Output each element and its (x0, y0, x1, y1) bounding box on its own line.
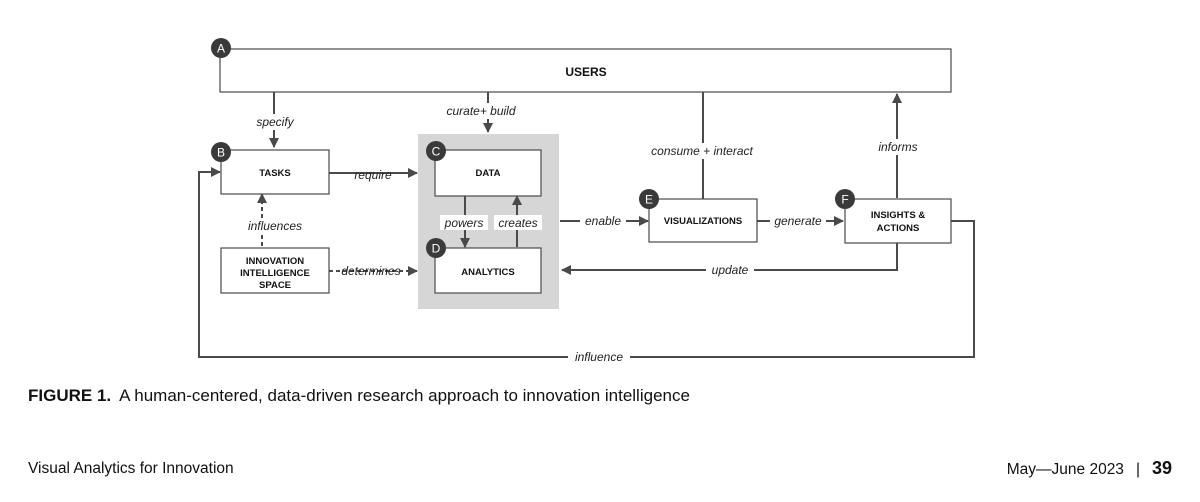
research-approach-diagram: specify curate+ build consume + interact… (198, 38, 975, 365)
data-label: DATA (476, 168, 501, 179)
node-users: USERS (219, 48, 952, 93)
label-influences: influences (248, 219, 302, 233)
users-label: USERS (565, 65, 606, 79)
svg-text:C: C (432, 145, 441, 159)
footer-date: May—June 2023 (1006, 461, 1124, 478)
footer-issue-info: May—June 2023 | 39 (1007, 458, 1172, 479)
label-determines: determines (341, 264, 400, 278)
badge-c: C (426, 141, 446, 161)
analytics-label: ANALYTICS (461, 267, 515, 278)
badge-d: D (426, 238, 446, 258)
page-number: 39 (1151, 458, 1172, 478)
insights-label-line2: ACTIONS (877, 223, 920, 234)
update-arrow (561, 243, 898, 275)
node-analytics: ANALYTICS (434, 247, 542, 294)
svg-text:F: F (841, 193, 848, 207)
svg-text:B: B (217, 146, 225, 160)
node-tasks: TASKS (220, 149, 330, 195)
insights-label-line1: INSIGHTS & (871, 210, 926, 221)
svg-text:E: E (645, 193, 653, 207)
visualizations-label: VISUALIZATIONS (664, 216, 742, 227)
node-data: DATA (434, 149, 542, 197)
label-require: require (354, 168, 392, 182)
label-enable: enable (585, 214, 621, 228)
label-informs: informs (878, 140, 917, 154)
badge-f: F (835, 189, 855, 209)
figure-label: FIGURE 1. (28, 386, 112, 405)
svg-text:D: D (432, 242, 441, 256)
footer-publication-title: Visual Analytics for Innovation (28, 460, 234, 477)
node-innovation-intelligence-space: INNOVATION INTELLIGENCE SPACE (220, 247, 330, 294)
badge-e: E (639, 189, 659, 209)
label-powers: powers (444, 216, 484, 230)
node-insights-actions: INSIGHTS & ACTIONS (844, 198, 952, 244)
innovation-label-line2: INTELLIGENCE (240, 268, 310, 279)
innovation-label-line1: INNOVATION (246, 256, 304, 267)
badge-b: B (211, 142, 231, 162)
figure-caption-text: A human-centered, data-driven research a… (119, 386, 690, 405)
label-curate-build: curate+ build (446, 104, 515, 118)
svg-text:A: A (217, 42, 225, 56)
label-creates: creates (498, 216, 537, 230)
label-influence: influence (575, 350, 623, 364)
badge-a: A (211, 38, 231, 58)
label-update: update (712, 263, 749, 277)
tasks-label: TASKS (259, 168, 291, 179)
label-consume-interact: consume + interact (651, 144, 753, 158)
footer-separator: | (1135, 461, 1140, 478)
label-generate: generate (774, 214, 822, 228)
label-specify: specify (256, 115, 294, 129)
innovation-label-line3: SPACE (259, 280, 291, 291)
figure-caption: FIGURE 1. A human-centered, data-driven r… (28, 386, 690, 406)
node-visualizations: VISUALIZATIONS (648, 198, 758, 243)
